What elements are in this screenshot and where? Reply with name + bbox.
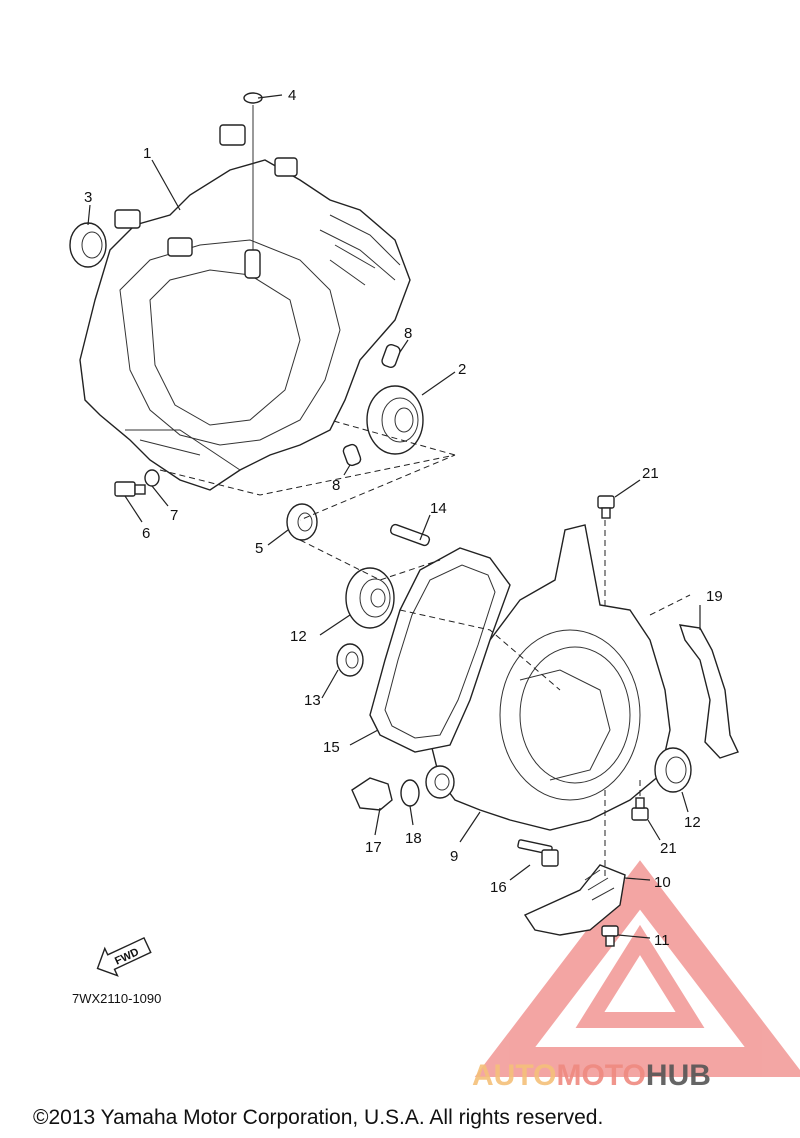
callout-2: 2 [458, 361, 466, 378]
watermark-text: AUTOMOTOHUB [472, 1059, 711, 1092]
watermark-triangle [474, 860, 800, 1077]
callout-21a: 21 [642, 465, 659, 482]
callout-14: 13 [304, 692, 321, 709]
part-20-bracket [678, 624, 739, 759]
part-8b-dowel [342, 443, 362, 467]
callout-21b: 21 [660, 840, 677, 857]
callout-15: 14 [430, 500, 447, 517]
callout-4: 4 [288, 87, 296, 104]
part-5-bearing [286, 503, 318, 541]
part-21b-bolt [631, 797, 649, 821]
part-14-seal [336, 643, 364, 677]
crankcase-1 [79, 105, 411, 491]
callout-12: 12 [290, 628, 307, 645]
callout-6: 6 [142, 525, 150, 542]
part-15-dowel [389, 523, 431, 547]
callout-7: 7 [170, 507, 178, 524]
callout-8b: 8 [332, 477, 340, 494]
callout-20: 19 [706, 588, 723, 605]
watermark-part1: AUTO [472, 1059, 556, 1092]
crankcase-9 [425, 524, 671, 831]
part-13-oil-seal [654, 747, 692, 793]
leader-lines [87, 94, 701, 939]
callout-5: 5 [255, 540, 263, 557]
callout-9: 9 [450, 848, 458, 865]
fwd-label: FWD [113, 946, 141, 967]
watermark-inner [575, 924, 705, 1028]
watermark-part3: HUB [646, 1059, 711, 1092]
part-2-bearing [366, 385, 424, 455]
callout-10: 10 [654, 874, 671, 891]
fwd-arrow: FWD [96, 936, 152, 977]
diagram-code: 7WX2110-1090 [72, 991, 161, 1006]
callout-11: 11 [654, 932, 670, 949]
part-8a-dowel [381, 343, 401, 369]
watermark-logo [474, 860, 800, 1077]
copyright-text: ©2013 Yamaha Motor Corporation, U.S.A. A… [33, 1106, 603, 1129]
part-12-bearing [345, 567, 395, 629]
callout-8a: 8 [404, 325, 412, 342]
callout-17: 16 [490, 879, 507, 896]
part-17-bolt [517, 839, 559, 867]
part-11-bolt [601, 925, 619, 947]
callout-13: 12 [684, 814, 701, 831]
part-3-oil-seal [69, 222, 107, 268]
part-6-bolt [114, 481, 146, 497]
assembly-lines [159, 419, 691, 880]
callout-1: 1 [143, 145, 151, 162]
part-7-washer [144, 469, 160, 487]
callout-18: 17 [365, 839, 382, 856]
callout-19: 18 [405, 830, 422, 847]
part-19-o-ring [400, 779, 420, 807]
watermark-part2: MOTO [556, 1059, 645, 1092]
callouts: 4 1 3 2 8 8 6 7 5 14 12 13 15 17 18 9 16… [84, 87, 723, 949]
part-18-plug [351, 777, 393, 811]
callout-16: 15 [323, 739, 340, 756]
callout-3: 3 [84, 189, 92, 206]
part-21a-bolt [597, 495, 615, 519]
